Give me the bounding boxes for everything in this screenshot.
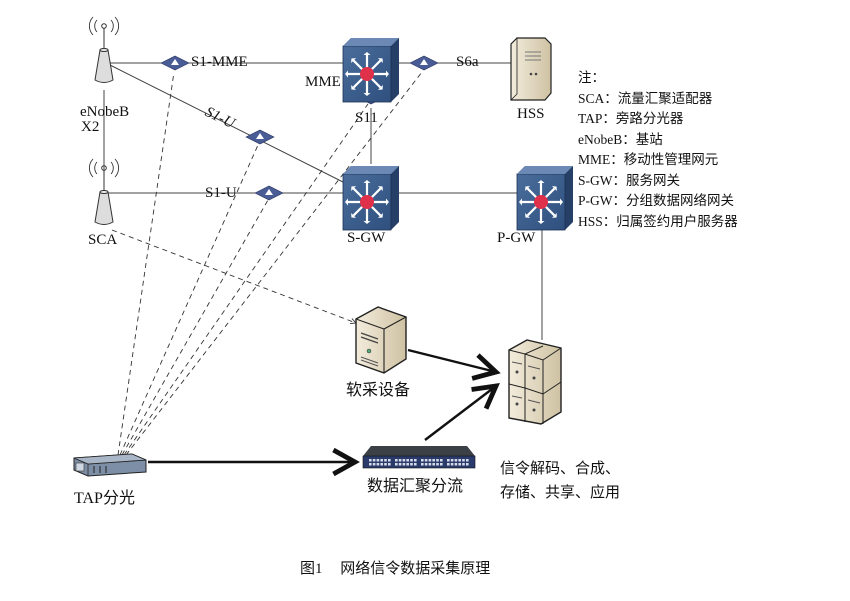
legend: 注： SCA：流量汇聚适配器 TAP：旁路分光器 eNobeB：基站 MME：移… bbox=[578, 68, 738, 232]
interface-label-s1-mme: S1-MME bbox=[191, 54, 248, 70]
tap-line-s1-mme bbox=[117, 71, 175, 456]
tap-point-icon bbox=[254, 185, 284, 201]
solid-links bbox=[103, 62, 543, 340]
figure-caption: 图1 网络信令数据采集原理 bbox=[300, 557, 504, 578]
tap-point-icon bbox=[409, 55, 439, 71]
sgw-label: S-GW bbox=[347, 230, 386, 246]
legend-item: P-GW：分组数据网络网关 bbox=[578, 193, 734, 208]
tap-device-icon bbox=[73, 453, 147, 477]
tap-label: TAP分光 bbox=[74, 490, 135, 507]
enodeb-label: eNobeB bbox=[80, 104, 130, 120]
legend-item: HSS：归属签约用户服务器 bbox=[578, 213, 738, 229]
arrow-aggregator-to-cluster bbox=[424, 386, 496, 441]
server-cluster-label-line: 存储、共享、应用 bbox=[500, 485, 621, 501]
figure-title: 网络信令数据采集原理 bbox=[340, 561, 491, 577]
tap-line-s1-u-upper bbox=[119, 144, 259, 456]
switch-icon bbox=[516, 166, 573, 231]
sca-to-soft-collect bbox=[111, 229, 356, 323]
legend-item: SCA：流量汇聚适配器 bbox=[578, 90, 713, 106]
legend-item: S-GW：服务网关 bbox=[578, 172, 680, 188]
server-cluster-label-line: 信令解码、合成、 bbox=[500, 461, 621, 477]
legend-title: 注： bbox=[578, 70, 605, 85]
arrow-soft-to-cluster bbox=[407, 348, 496, 372]
interface-label-s1-u-lower: S1-U bbox=[205, 185, 237, 201]
server-tower-icon bbox=[510, 37, 552, 101]
legend-item: TAP：旁路分光器 bbox=[578, 111, 684, 126]
data-flow-arrows bbox=[148, 348, 496, 462]
tap-point-icon bbox=[160, 55, 190, 71]
x2-label: X2 bbox=[81, 119, 100, 135]
hss-label: HSS bbox=[517, 106, 545, 122]
legend-item: eNobeB：基站 bbox=[578, 131, 663, 147]
mme-label: MME bbox=[305, 74, 341, 90]
switch-icon bbox=[342, 166, 399, 231]
interface-label-s6a: S6a bbox=[456, 54, 479, 70]
soft-collect-label: 软采设备 bbox=[346, 382, 411, 399]
sca-label: SCA bbox=[88, 232, 118, 248]
server-cluster-label: 信令解码、合成、 存储、共享、应用 bbox=[500, 457, 620, 505]
figure-number: 图1 bbox=[300, 561, 323, 577]
antenna-tower-icon bbox=[89, 158, 119, 225]
server-cluster-icon bbox=[508, 339, 562, 425]
dashed-tap-links bbox=[111, 71, 423, 456]
antenna-tower-icon bbox=[89, 16, 119, 83]
interface-label-s11: S11 bbox=[355, 110, 378, 126]
rack-switch-icon bbox=[362, 446, 476, 469]
link-enodeb-sgw bbox=[109, 64, 346, 184]
server-tower-icon bbox=[355, 306, 407, 374]
tap-line-s1-u-lower bbox=[121, 199, 269, 456]
switch-icon bbox=[342, 38, 399, 103]
legend-item: MME：移动性管理网元 bbox=[578, 152, 719, 167]
tap-point-icon bbox=[245, 129, 275, 145]
pgw-label: P-GW bbox=[497, 230, 536, 246]
tap-line-s11 bbox=[123, 103, 369, 456]
aggregator-label: 数据汇聚分流 bbox=[367, 478, 464, 495]
